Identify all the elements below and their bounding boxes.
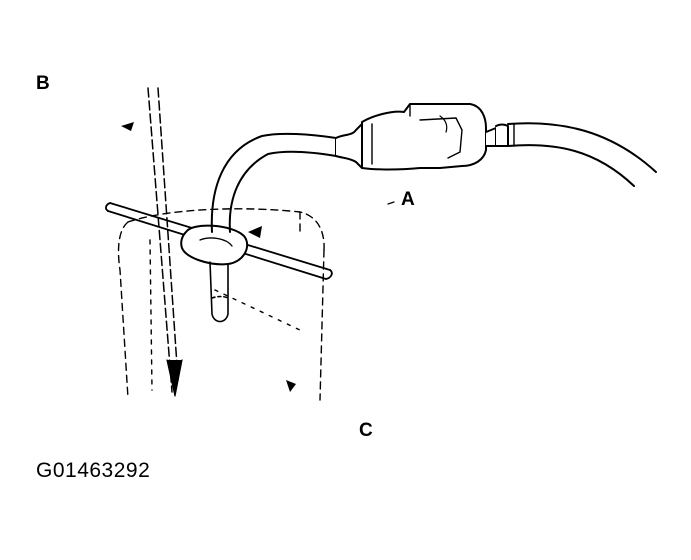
label-b: B [36, 73, 50, 94]
label-a: A [401, 189, 415, 210]
pointer-marks [121, 122, 296, 392]
rod-arrowhead [166, 359, 183, 397]
figure-id: G01463292 [36, 459, 151, 482]
rod-b [147, 87, 183, 397]
pointer-clip [248, 226, 262, 238]
connector-a [335, 103, 509, 171]
wire-clip [180, 224, 249, 266]
pointer-c [286, 380, 296, 392]
component-c-outline [117, 208, 325, 401]
label-c: C [359, 420, 373, 441]
leader-a [387, 201, 395, 205]
harness-wire [210, 132, 337, 233]
harness-wire-right [507, 122, 657, 187]
pointer-b [121, 122, 134, 131]
wire-stub [209, 261, 229, 323]
